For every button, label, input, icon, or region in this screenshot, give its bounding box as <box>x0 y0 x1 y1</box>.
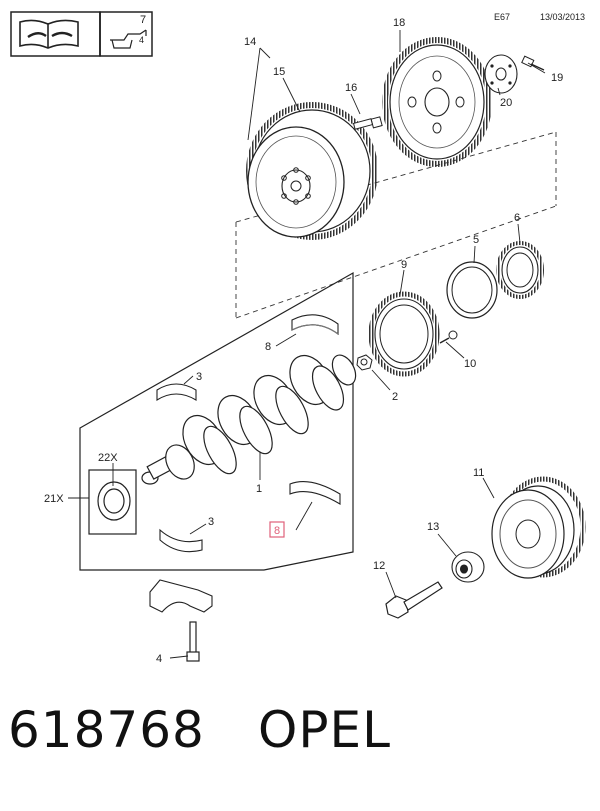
diagram-date: 13/03/2013 <box>540 12 585 22</box>
gasket-5 <box>446 261 498 319</box>
callout-15: 15 <box>273 66 285 78</box>
callout-22x: 22X <box>98 452 118 464</box>
callout-8-upper: 8 <box>265 341 271 353</box>
bolt-19 <box>521 55 545 71</box>
callout-6: 6 <box>514 212 520 224</box>
callout-13: 13 <box>427 521 439 533</box>
callout-19: 19 <box>551 72 563 84</box>
seal-6 <box>496 241 544 299</box>
bearing-shell-3-lower <box>159 528 203 553</box>
callout-11: 11 <box>473 467 484 479</box>
pressure-plate-washer <box>484 54 518 94</box>
callout-14: 14 <box>244 36 256 48</box>
callout-3-upper: 3 <box>196 371 202 383</box>
callout-1: 1 <box>256 483 262 495</box>
manual-sub-label: 4 <box>139 35 144 45</box>
callout-9: 9 <box>401 259 407 271</box>
nut-2 <box>356 354 373 371</box>
bolt-12 <box>385 581 443 619</box>
crankshaft <box>141 354 357 485</box>
bolt-16 <box>352 116 383 130</box>
manual-ref-label: 7 <box>140 14 146 26</box>
header-icon-boxes: 7 4 <box>10 11 153 57</box>
callout-8-lower: 8 <box>274 525 280 537</box>
callout-16: 16 <box>345 82 357 94</box>
highlighted-callout-8[interactable]: 8 <box>269 521 285 538</box>
bearing-shell-8-lower <box>289 481 341 505</box>
screw-10 <box>439 330 458 344</box>
callout-18: 18 <box>393 17 405 29</box>
bearing-shell-8-upper <box>291 314 339 336</box>
bearing-cap <box>149 579 213 613</box>
callout-3-lower: 3 <box>208 516 214 528</box>
washer-13 <box>451 551 485 583</box>
callout-10: 10 <box>464 358 476 370</box>
callout-12: 12 <box>373 560 385 572</box>
manual-book-icon <box>19 19 79 49</box>
callout-2: 2 <box>392 391 398 403</box>
oil-can-icon <box>110 29 147 49</box>
brand-name: OPEL <box>258 701 391 759</box>
flywheel <box>246 102 378 240</box>
callout-5: 5 <box>473 234 479 246</box>
flexplate <box>382 37 492 167</box>
bearing-22x <box>97 481 131 521</box>
callout-20: 20 <box>500 97 512 109</box>
bearing-shell-3-upper <box>156 383 197 401</box>
reluctor-ring <box>368 291 440 377</box>
leader-lines <box>68 30 546 659</box>
crankshaft-group-frame <box>79 271 354 571</box>
part-number: 618768 <box>8 701 205 759</box>
callout-4: 4 <box>156 653 162 665</box>
bolt-4 <box>186 621 200 662</box>
callout-21x: 21X <box>44 493 64 505</box>
bearing-22x-frame <box>88 469 137 535</box>
diagram-code: E67 <box>494 12 510 22</box>
crankshaft-pulley <box>491 476 586 579</box>
